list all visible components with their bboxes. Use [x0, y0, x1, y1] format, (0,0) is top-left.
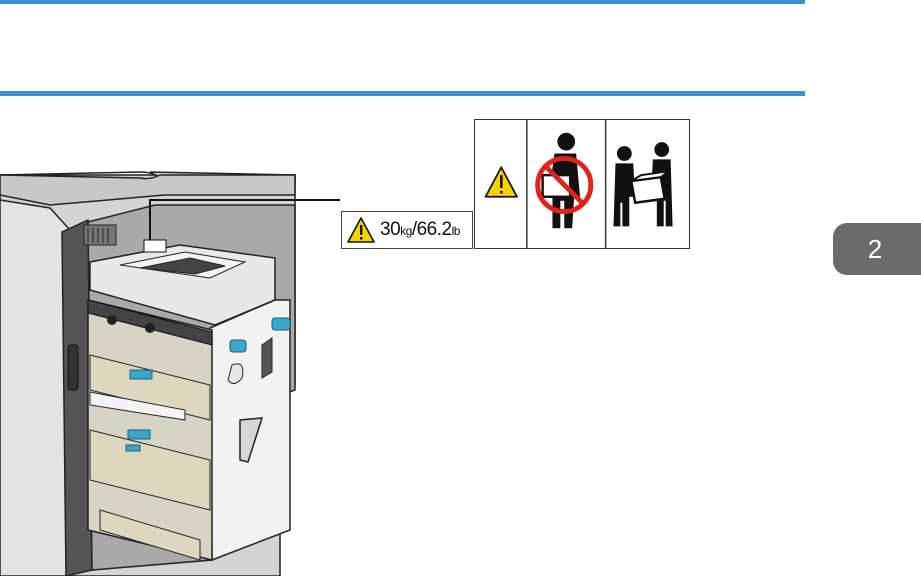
weight-value-metric: 30: [380, 219, 400, 240]
lifting-warning-panel: [474, 119, 690, 249]
two-person-lift-icon: [614, 142, 673, 226]
no-single-person-lift-icon: [538, 133, 591, 229]
weight-text: 30kg/66.2lb: [380, 219, 460, 241]
chapter-tab[interactable]: 2: [833, 223, 921, 275]
header-rule-bottom: [0, 91, 805, 96]
warning-triangle-icon: [486, 167, 518, 197]
chapter-number: 2: [868, 234, 882, 265]
warning-triangle-icon: [346, 216, 376, 244]
weight-unit-metric: kg: [400, 224, 412, 238]
header-rule-top: [0, 0, 805, 4]
weight-unit-imperial: lb: [452, 224, 460, 238]
weight-label: 30kg/66.2lb: [341, 211, 473, 249]
weight-value-imperial: 66.2: [417, 219, 452, 240]
